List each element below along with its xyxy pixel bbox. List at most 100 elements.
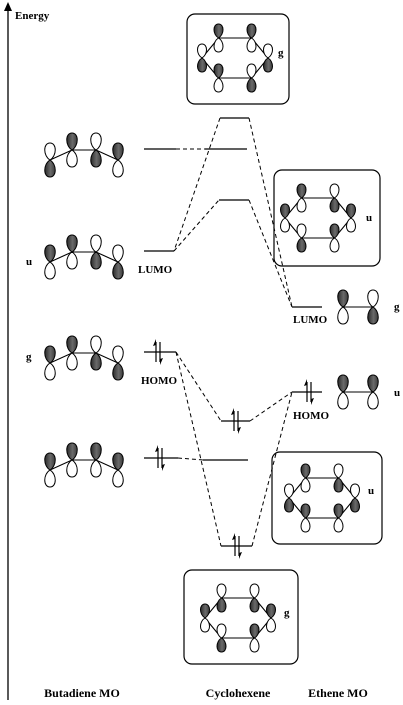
symmetry-label-cyclohexene-bottom: g — [284, 607, 290, 619]
orbital-lobe — [296, 197, 307, 213]
symmetry-label-cyclohexene-lower-box: u — [368, 485, 374, 497]
cyclohexene-orbital-box-lower — [271, 451, 383, 545]
orbital-lobe — [90, 335, 102, 354]
butadiene-orbital-psi2-homo — [44, 335, 124, 381]
orbital-lobe — [249, 597, 260, 613]
orbital-lobe — [44, 469, 56, 488]
orbital-lobe — [112, 244, 124, 263]
butadiene-orbital-psi4 — [44, 132, 124, 178]
orbital-lobe — [213, 23, 224, 39]
correlation-line — [248, 199, 293, 308]
orbital-box — [271, 451, 383, 545]
orbital-lobe — [263, 57, 273, 73]
orbital-lobe — [337, 306, 349, 325]
orbital-lobe — [66, 251, 78, 270]
orbital-lobe — [66, 352, 78, 371]
orbital-lobe — [112, 159, 124, 178]
correlation-line — [175, 351, 222, 547]
electron-pair-arrows-icon — [232, 533, 242, 559]
electron-pair-arrows-icon — [153, 339, 163, 365]
ethene-orbital-homo — [337, 374, 379, 410]
correlation-line — [248, 117, 293, 308]
orbital-lobe — [249, 583, 260, 599]
orbital-lobe — [350, 497, 360, 513]
orbital-pictures — [44, 13, 383, 665]
sigma-bond — [49, 352, 119, 364]
sigma-bond — [49, 149, 119, 161]
orbital-lobe — [197, 43, 207, 59]
orbital-lobe — [350, 483, 360, 499]
column-label-cyclohexene: Cyclohexene — [206, 686, 271, 700]
orbital-box — [273, 169, 381, 267]
electron-pair-arrows-icon — [155, 445, 165, 471]
axis-arrow-icon — [4, 2, 12, 11]
orbital-lobe — [296, 183, 307, 199]
orbital-lobe — [66, 442, 78, 461]
orbital-lobe — [284, 483, 294, 499]
orbital-lobe — [300, 503, 311, 519]
orbital-lobe — [263, 43, 273, 59]
column-label-ethene: Ethene MO — [308, 686, 368, 700]
cyclohexene-orbital-box-top — [186, 13, 290, 105]
orbital-lobe — [200, 617, 210, 633]
symmetry-label-cyclohexene-upper-box: u — [366, 212, 372, 224]
cyclohexene-orbital-box-bottom — [183, 569, 299, 665]
orbital-lobe — [66, 459, 78, 478]
orbital-lobe — [112, 452, 124, 471]
orbital-lobe — [266, 617, 276, 633]
correlation-lines — [173, 117, 293, 547]
orbital-lobe — [44, 159, 56, 178]
orbital-lobe — [367, 374, 379, 393]
orbital-lobe — [112, 261, 124, 280]
energy-axis: Energy — [4, 2, 50, 700]
orbital-lobe — [90, 352, 102, 371]
orbital-lobe — [112, 142, 124, 161]
orbital-lobe — [367, 306, 379, 325]
orbital-lobe — [44, 452, 56, 471]
orbital-lobe — [333, 477, 344, 493]
orbital-lobe — [280, 217, 290, 233]
orbital-lobe — [44, 261, 56, 280]
orbital-lobe — [246, 23, 257, 39]
orbital-lobe — [249, 637, 260, 653]
orbital-lobe — [112, 469, 124, 488]
orbital-lobe — [213, 37, 224, 53]
orbital-lobe — [280, 203, 290, 219]
orbital-lobe — [90, 251, 102, 270]
orbital-lobe — [44, 362, 56, 381]
sigma-bond — [49, 251, 119, 263]
butadiene-lumo-label: LUMO — [138, 264, 173, 276]
symmetry-label-ethene-homo: u — [394, 387, 400, 399]
electron-pairs — [153, 339, 314, 559]
orbital-lobe — [216, 623, 227, 639]
orbital-lobe — [246, 77, 257, 93]
sigma-bond — [49, 459, 119, 471]
butadiene-orbital-psi3-lumo — [44, 234, 124, 280]
butadiene-homo-label: HOMO — [141, 375, 177, 387]
symmetry-label-butadiene-lumo: u — [26, 256, 32, 268]
correlation-line — [177, 457, 204, 461]
orbital-lobe — [329, 183, 340, 199]
ethene-homo-label: HOMO — [293, 410, 329, 422]
orbital-lobe — [300, 463, 311, 479]
orbital-lobe — [66, 132, 78, 151]
correlation-line — [173, 117, 221, 252]
orbital-lobe — [200, 603, 210, 619]
symmetry-label-butadiene-homo: g — [26, 351, 32, 363]
electron-pair-arrows-icon — [304, 379, 314, 405]
orbital-lobe — [66, 335, 78, 354]
orbital-lobe — [197, 57, 207, 73]
orbital-lobe — [90, 149, 102, 168]
orbital-lobe — [333, 517, 344, 533]
butadiene-orbital-psi1 — [44, 442, 124, 488]
orbital-lobe — [346, 203, 356, 219]
orbital-lobe — [337, 374, 349, 393]
orbital-lobe — [329, 237, 340, 253]
orbital-lobe — [112, 345, 124, 364]
orbital-lobe — [90, 132, 102, 151]
orbital-lobe — [300, 517, 311, 533]
orbital-lobe — [44, 142, 56, 161]
orbital-lobe — [90, 459, 102, 478]
correlation-line — [175, 351, 222, 422]
